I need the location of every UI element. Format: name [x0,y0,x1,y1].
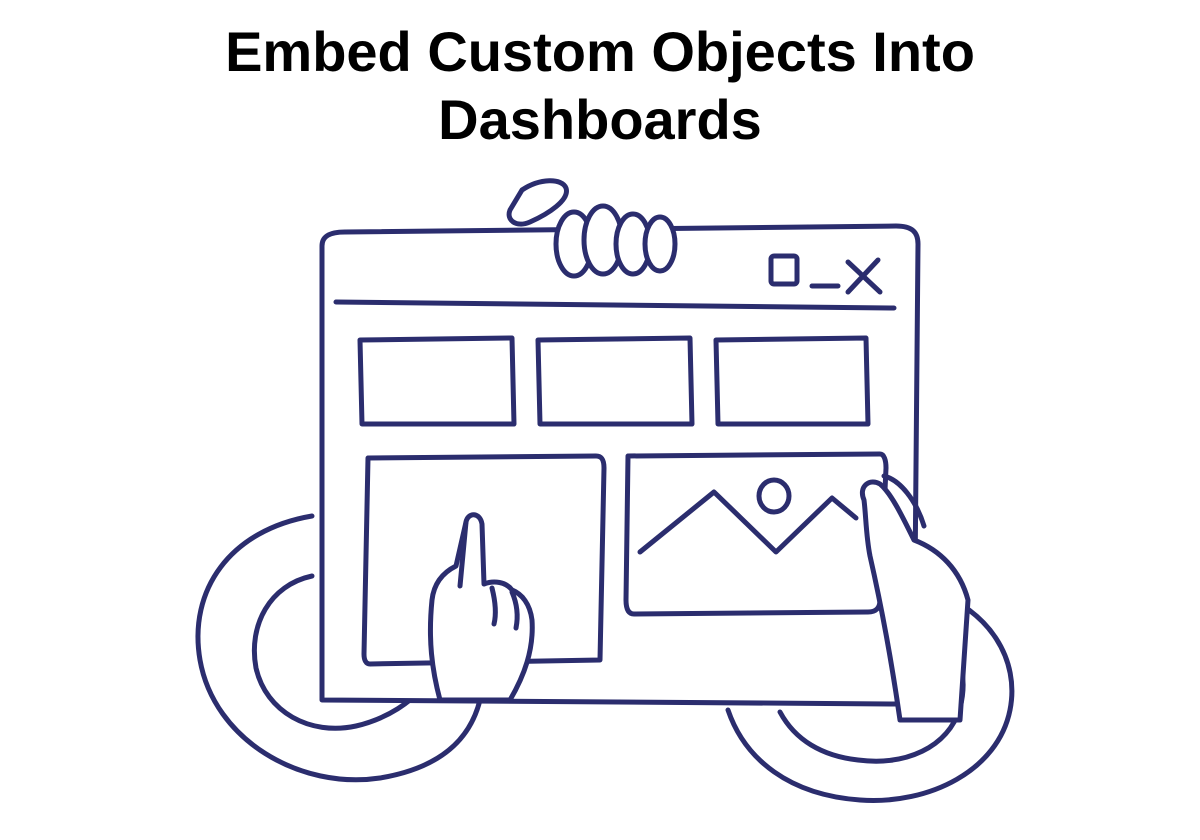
hand-pointing-icon [427,512,535,703]
widget-card-1 [357,335,517,427]
page-title: Embed Custom Objects Into Dashboards [0,18,1200,154]
left-arm-ring-icon [195,513,483,783]
window-controls-icon [768,253,883,295]
browser-window-icon [319,223,921,707]
title-line-1: Embed Custom Objects Into [225,20,975,83]
image-placeholder-icon [623,451,889,617]
title-line-2: Dashboards [438,88,762,151]
hand-holding-icon [860,473,971,723]
widget-card-3 [713,335,871,427]
widget-row-top [357,335,871,427]
widget-card-4 [361,453,607,667]
hand-grip-icon [506,178,678,279]
widget-card-2 [535,335,695,427]
